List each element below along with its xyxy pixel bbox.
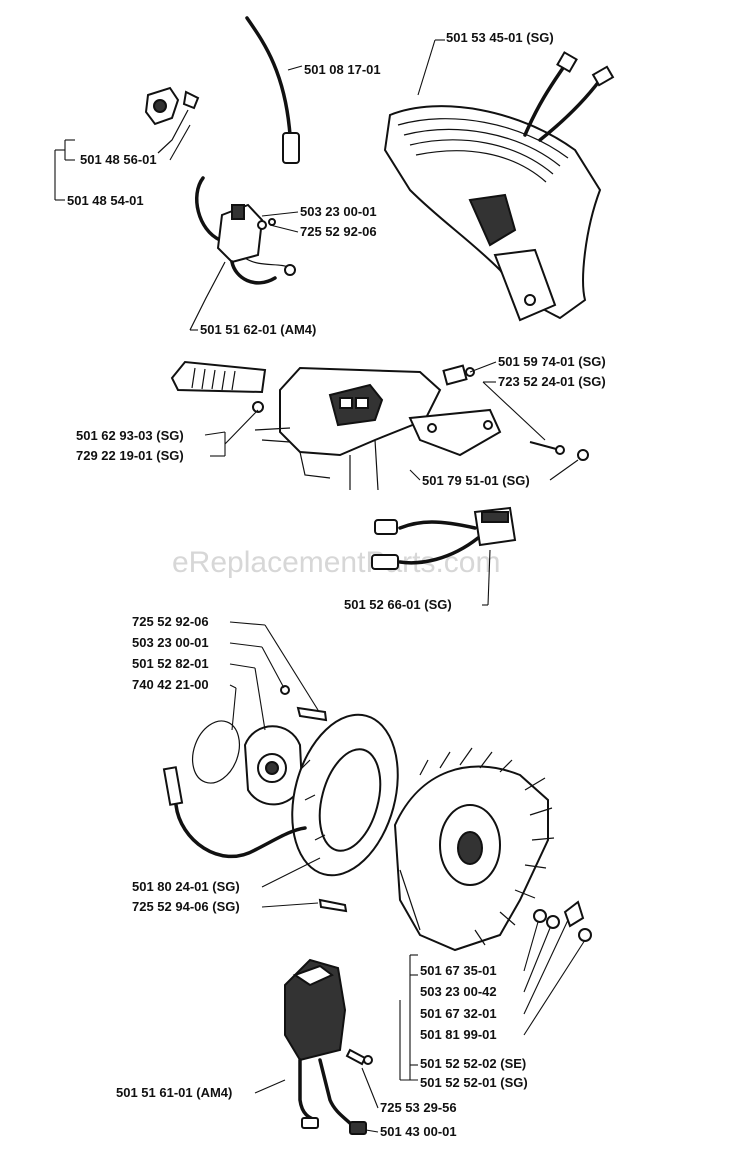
label-flywheel-6: 501 52 52-01 (SG) — [420, 1075, 528, 1090]
ignition-lead-part — [245, 16, 303, 164]
label-bracket: 501 79 51-01 (SG) — [422, 473, 530, 488]
connector-part — [371, 506, 517, 570]
part-labels: 501 08 17-01 501 53 45-01 (SG) 501 48 56… — [67, 30, 606, 1139]
ignition-module-lower-part — [284, 958, 373, 1135]
flywheel-nut-part — [533, 900, 592, 942]
gasket-ring-part — [192, 720, 240, 784]
ignition-coil-part — [383, 39, 615, 322]
label-stator-1: 725 52 92-06 — [132, 614, 209, 629]
label-screw-1: 503 23 00-01 — [300, 204, 377, 219]
label-module-upper: 501 51 62-01 (AM4) — [200, 322, 316, 337]
ignition-module-upper-part — [189, 176, 296, 331]
housing-part — [254, 366, 442, 491]
cover-plate-part — [170, 360, 267, 413]
label-screw-2: 725 52 92-06 — [300, 224, 377, 239]
label-sg-bolt-1: 501 59 74-01 (SG) — [498, 354, 606, 369]
label-coil-2: 725 52 94-06 (SG) — [132, 899, 240, 914]
stator-ring-part — [291, 713, 399, 877]
label-cover-2: 729 22 19-01 (SG) — [76, 448, 184, 463]
label-switch-1: 501 48 56-01 — [80, 152, 157, 167]
label-coil-1: 501 80 24-01 (SG) — [132, 879, 240, 894]
watermark: eReplacementParts.com — [172, 546, 500, 579]
label-flywheel-1: 501 67 35-01 — [420, 963, 497, 978]
label-stator-2: 503 23 00-01 — [132, 635, 209, 650]
label-module-lower: 501 51 61-01 (AM4) — [116, 1085, 232, 1100]
label-nut: 501 43 00-01 — [380, 1124, 457, 1139]
label-wire-top: 501 08 17-01 — [304, 62, 381, 77]
label-ignition-coil: 501 53 45-01 (SG) — [446, 30, 554, 45]
ground-lead-part — [162, 766, 307, 859]
label-connector: 501 52 66-01 (SG) — [344, 597, 452, 612]
stator-plate-part — [243, 685, 328, 806]
bracket-part — [408, 408, 589, 461]
flywheel-part — [393, 747, 555, 952]
label-flywheel-2: 503 23 00-42 — [420, 984, 497, 999]
label-bolt: 725 53 29-56 — [380, 1100, 457, 1115]
label-cover-1: 501 62 93-03 (SG) — [76, 428, 184, 443]
label-switch-2: 501 48 54-01 — [67, 193, 144, 208]
label-stator-4: 740 42 21-00 — [132, 677, 209, 692]
small-bolt-part — [442, 364, 475, 386]
label-flywheel-3: 501 67 32-01 — [420, 1006, 497, 1021]
label-sg-bolt-2: 723 52 24-01 (SG) — [498, 374, 606, 389]
label-flywheel-4: 501 81 99-01 — [420, 1027, 497, 1042]
label-flywheel-5: 501 52 52-02 (SE) — [420, 1056, 526, 1071]
leader-lines — [54, 124, 586, 1133]
label-stator-3: 501 52 82-01 — [132, 656, 209, 671]
stop-switch-part — [144, 86, 200, 154]
